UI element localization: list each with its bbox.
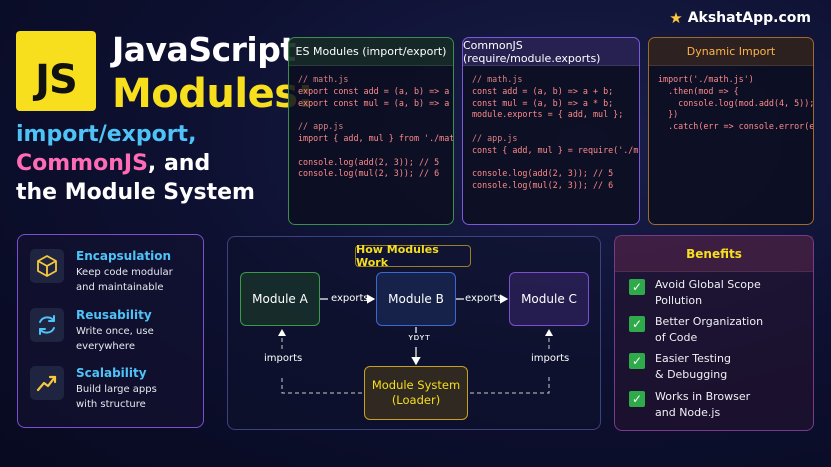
module-c: Module C — [509, 272, 589, 326]
module-b: Module B — [376, 272, 456, 326]
how-modules-work-panel: How Modules Work Module A Module B Modul… — [227, 236, 601, 430]
title-line-1: JavaScript — [112, 30, 296, 69]
module-system: Module System (Loader) — [364, 366, 468, 420]
subtitle-line-3: the Module System — [16, 180, 255, 205]
brand-name: AkshatApp.com — [687, 10, 811, 26]
refresh-icon — [30, 308, 64, 342]
es-modules-title: ES Modules (import/export) — [289, 38, 453, 66]
cube-icon — [30, 249, 64, 283]
code-line: .then(mod => { — [658, 85, 739, 96]
code-line: // app.js — [472, 132, 518, 143]
imports-label-mid: ʏɒʏᴛ — [408, 333, 430, 343]
exports-label-2: exports — [465, 293, 503, 304]
module-system-line-2: (Loader) — [391, 393, 441, 407]
subtitle-line-1: import/export, — [16, 122, 197, 147]
growth-chart-icon — [30, 366, 64, 400]
dynamic-import-title: Dynamic Import — [649, 38, 813, 66]
imports-label-left: imports — [264, 353, 303, 364]
star-icon: ★ — [669, 9, 683, 27]
exports-label-1: exports — [331, 293, 369, 304]
js-logo: JS — [16, 31, 96, 111]
code-line: console.log(mul(2, 3)); // 6 — [472, 180, 614, 191]
code-line: const mul = (a, b) => a * b; — [472, 97, 614, 108]
check-icon: ✓ — [629, 353, 645, 369]
subtitle-line-2: CommonJS, and — [16, 151, 210, 176]
code-line: export const mul = (a, b) => a * b; — [298, 97, 450, 108]
imports-label-right: imports — [531, 353, 570, 364]
code-line: import('./math.js') — [658, 74, 754, 84]
dash-s-a — [281, 375, 362, 394]
title-line-2: Modules: — [112, 71, 314, 117]
code-line: console.log(add(2, 3)); // 5 — [472, 168, 614, 179]
es-modules-panel: ES Modules (import/export) // math.js ex… — [288, 37, 454, 225]
code-line: console.log(add(2, 3)); // 5 — [298, 156, 440, 167]
feature-title: Reusability — [76, 308, 152, 322]
brand: ★ AkshatApp.com — [669, 9, 811, 27]
code-line: const { add, mul } = require('./math'); — [472, 144, 639, 155]
code-line: console.log(mul(2, 3)); // 6 — [298, 168, 440, 179]
subtitle-line-2-rest: , and — [147, 151, 211, 176]
feature-title: Encapsulation — [76, 249, 172, 263]
es-modules-code: // math.js export const add = (a, b) => … — [289, 66, 453, 188]
module-a: Module A — [240, 272, 320, 326]
code-line: const add = (a, b) => a + b; — [472, 85, 614, 96]
commonjs-code: // math.js const add = (a, b) => a + b; … — [463, 66, 639, 200]
code-line: .catch(err => console.error(err)); — [668, 121, 814, 132]
dynamic-import-panel: Dynamic Import import('./math.js') .then… — [648, 37, 814, 225]
flow-title: How Modules Work — [355, 243, 471, 269]
code-line: import { add, mul } from './math.js'; — [298, 132, 454, 143]
check-icon: ✓ — [629, 391, 645, 407]
code-line: module.exports = { add, mul }; — [472, 109, 624, 120]
js-logo-text: JS — [35, 57, 78, 103]
code-line: // app.js — [298, 121, 344, 132]
check-icon: ✓ — [629, 316, 645, 332]
benefits-title: Benefits — [615, 236, 813, 272]
check-icon: ✓ — [629, 279, 645, 295]
dynamic-import-code: import('./math.js') .then(mod => { conso… — [649, 66, 813, 141]
dash-s-c — [470, 375, 550, 394]
flow-arrows — [278, 294, 553, 394]
benefit-item: ✓ Easier Testing& Debugging — [629, 351, 731, 382]
commonjs-title: CommonJS (require/module.exports) — [463, 38, 639, 66]
code-line: console.log(mod.add(4, 5)); — [658, 97, 814, 108]
code-line: export const add = (a, b) => a + b; — [298, 85, 450, 96]
feature-title: Scalability — [76, 366, 147, 380]
module-system-line-1: Module System — [371, 378, 461, 392]
commonjs-highlight: CommonJS — [16, 151, 148, 176]
code-line: // math.js — [298, 74, 349, 84]
code-line: // math.js — [472, 74, 523, 84]
code-line: }) — [658, 109, 679, 120]
commonjs-panel: CommonJS (require/module.exports) // mat… — [462, 37, 640, 225]
